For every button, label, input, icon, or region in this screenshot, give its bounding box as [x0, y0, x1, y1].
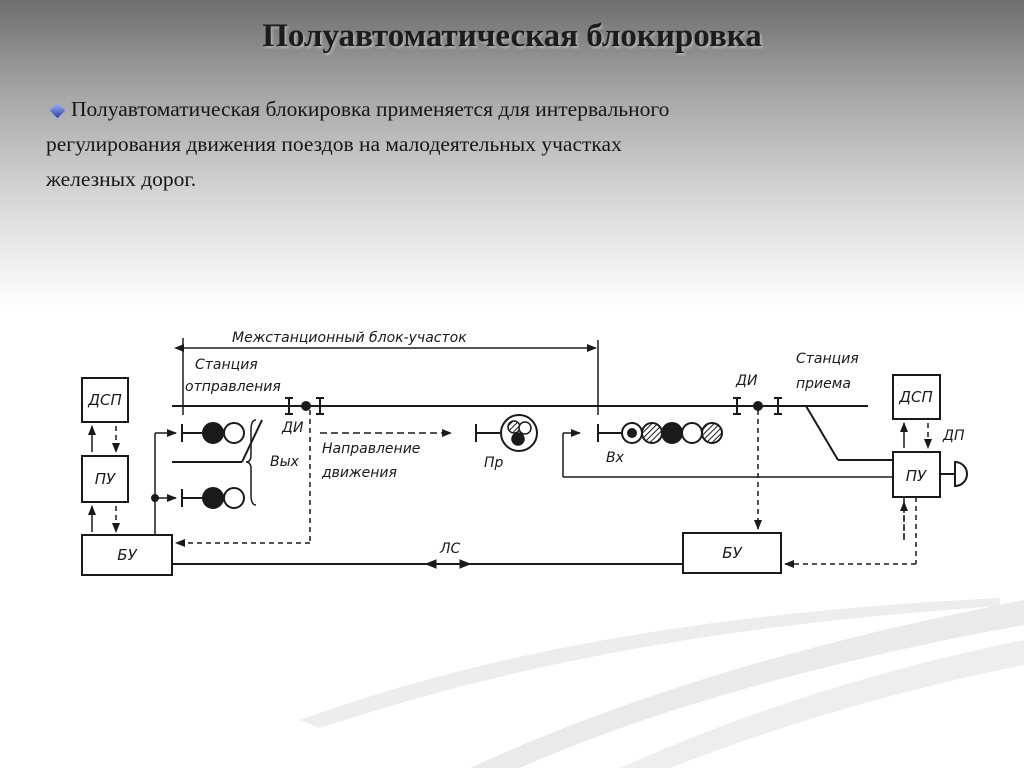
pu-left-label: ПУ — [95, 470, 116, 488]
dsp-left-box — [81, 377, 129, 423]
exit-signal-lamp-2a — [202, 487, 224, 509]
direction-label-2: движения — [321, 465, 397, 481]
exit-signal-label: Вых — [270, 454, 300, 470]
di-right-sensor — [753, 401, 763, 411]
direction-label-1: Направление — [322, 441, 420, 457]
dp-label: ДП — [942, 428, 965, 444]
bullet-paragraph: Полуавтоматическая блокировка применяетс… — [46, 92, 876, 197]
dsp-right-box — [892, 374, 941, 420]
di-left-sensor — [301, 401, 311, 411]
departure-station-label-1: Станция — [195, 357, 258, 373]
di-left-label: ДИ — [281, 420, 304, 436]
entry-signal-label: Вх — [606, 450, 625, 466]
departure-station-label-2: отправления — [185, 379, 281, 395]
warning-signal-lamp-c — [511, 432, 525, 446]
di-right-label: ДИ — [735, 373, 758, 389]
exit-signal-lamp-1a — [202, 422, 224, 444]
dsp-left-label: ДСП — [87, 391, 121, 409]
bullet-line-3: железных дорог. — [46, 167, 197, 191]
entry-signal-lamp-5 — [701, 422, 723, 444]
bullet-line-1: Полуавтоматическая блокировка применяетс… — [71, 97, 670, 121]
pu-right-label: ПУ — [906, 467, 927, 485]
bullet-line-2: регулирования движения поездов на малоде… — [46, 132, 622, 156]
exit-signal-lamp-2b — [223, 487, 245, 509]
dp-pedal-icon — [954, 460, 968, 488]
entry-signal-lamp-4 — [681, 422, 703, 444]
line-circuit-label: ЛС — [439, 541, 461, 557]
bu-left-box — [81, 534, 173, 576]
bu-right-label: БУ — [722, 544, 742, 562]
interstation-block-label: Межстанционный блок-участок — [232, 330, 467, 346]
arrival-siding — [805, 405, 839, 461]
bu-left-label: БУ — [117, 546, 137, 564]
warning-signal-lamp-b — [518, 421, 532, 435]
arrival-station-label-2: приема — [796, 376, 851, 392]
entry-signal-lamp-3 — [661, 422, 683, 444]
semi-automatic-block-diagram: Межстанционный блок-участок Станция отпр… — [81, 330, 968, 576]
dsp-right-label: ДСП — [898, 388, 932, 406]
warning-signal-label: Пр — [484, 455, 504, 471]
warning-signal-lamp-a — [507, 420, 521, 434]
bu-right-box — [682, 532, 782, 574]
slide-title: Полуавтоматическая блокировка — [262, 18, 762, 54]
entry-signal-lamp-2 — [641, 422, 663, 444]
diamond-bullet-icon — [49, 102, 66, 118]
arrival-station-label-1: Станция — [796, 351, 859, 367]
pu-left-box — [81, 455, 129, 503]
exit-signal-lamp-1b — [223, 422, 245, 444]
